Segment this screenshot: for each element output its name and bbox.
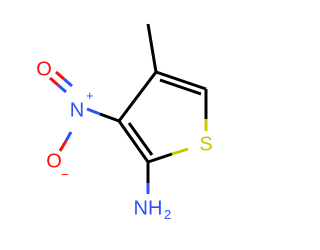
bond-n-otop-blue	[57, 83, 67, 94]
bond-n-obot-red	[58, 140, 68, 152]
bond-c4-c5-inner	[159, 78, 202, 96]
charge-minus: −	[61, 167, 69, 182]
amine-subscript: 2	[164, 207, 171, 222]
bond-c2-s	[147, 152, 173, 164]
atom-sulfur: S	[199, 133, 212, 155]
bond-n-c3-half	[86, 107, 101, 116]
atom-oxygen-top: O	[36, 58, 52, 80]
bond-n-otop-red-2	[55, 70, 65, 81]
atom-oxygen-bottom: O	[46, 150, 62, 172]
atom-amine: NH	[134, 197, 163, 219]
colored-bonds	[49, 70, 208, 194]
bond-c3-c2	[117, 120, 150, 163]
bond-methyl	[146, 23, 158, 73]
bond-c3-c2-inner	[127, 122, 154, 156]
atom-labels: O N + O − S NH 2	[36, 58, 212, 222]
bond-n-otop-red	[49, 76, 59, 87]
bonds	[99, 23, 208, 183]
bond-n-obot-blue	[64, 131, 73, 142]
bond-s-c2-half	[171, 147, 189, 156]
bond-c3-n	[99, 112, 120, 123]
bond-c4-c5	[155, 70, 207, 91]
charge-plus: +	[86, 88, 94, 103]
bond-c4-c3	[117, 71, 158, 122]
molecule-structure: O N + O − S NH 2	[36, 23, 213, 222]
molecule-diagram: O N + O − S NH 2	[36, 23, 213, 222]
atom-nitrogen-nitro: N	[70, 99, 84, 121]
bond-n-otop-blue-2	[63, 77, 73, 88]
